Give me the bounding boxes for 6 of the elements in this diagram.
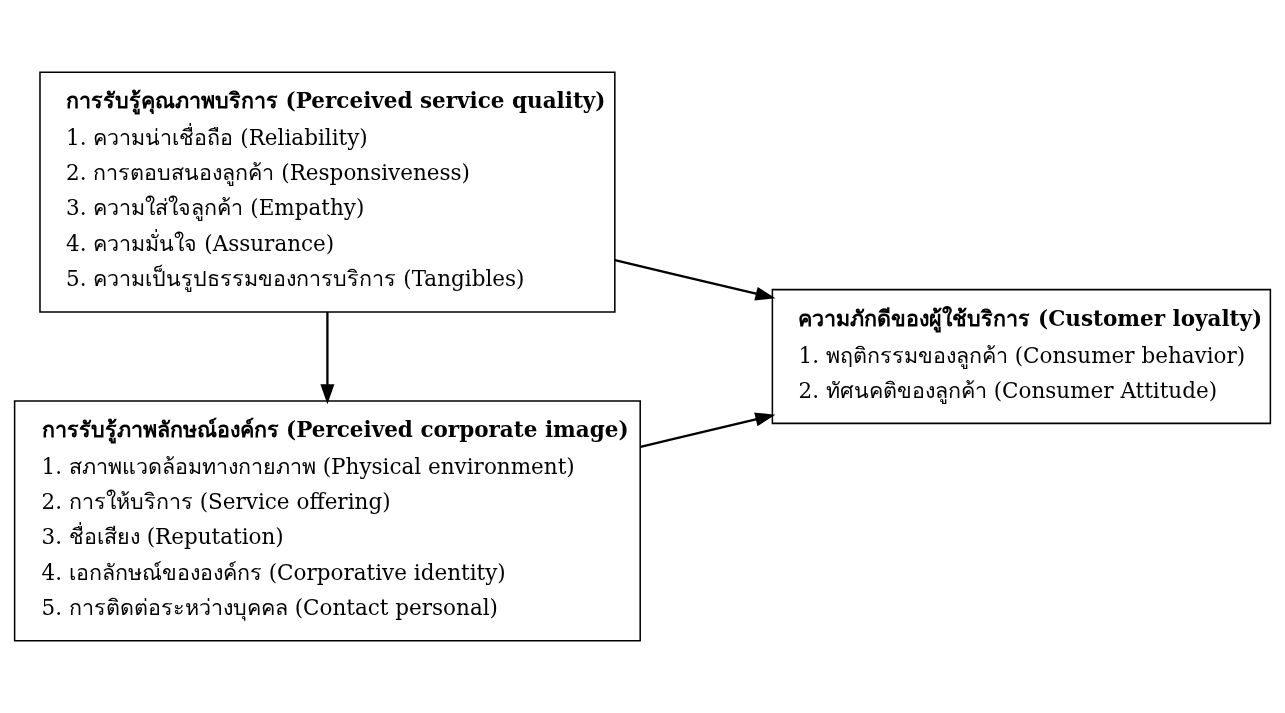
node-box: ความภักดีของผู้ใช้บริการ (Customer loyalty) 1. พฤติกรรมของลูกค้า (Consumer behavior) 2. ทัศนคติของลูกค้า (Consumer Attitude): [771, 288, 1272, 425]
node-box: การรับรู้คุณภาพบริการ (Perceived service quality) 1. ความน่าเชื่อถือ (Reliability) 2. การตอบสนองลูกค้า (Responsiveness) 3. ความใส่ใจลูกค้า (Empathy) 4. ความมั่นใจ (Assurance) 5. ความเป็นรูปธรรมของการบริการ (Tangibles): [39, 71, 616, 313]
arrow: [320, 311, 335, 405]
node-box: การรับรู้ภาพลักษณ์องค์กร (Perceived corporate image) 1. สภาพแวดล้อมทางกายภาพ (Physical environment) 2. การให้บริการ (Service offering) 3. ชื่อเสียง (Reputation) 4. เอกลักษณ์ขององค์กร (Corporative identity) 5. การติดต่อระหว่างบุคคล (Contact personal): [13, 400, 641, 642]
arrow: [614, 259, 776, 301]
arrow: [640, 412, 776, 448]
